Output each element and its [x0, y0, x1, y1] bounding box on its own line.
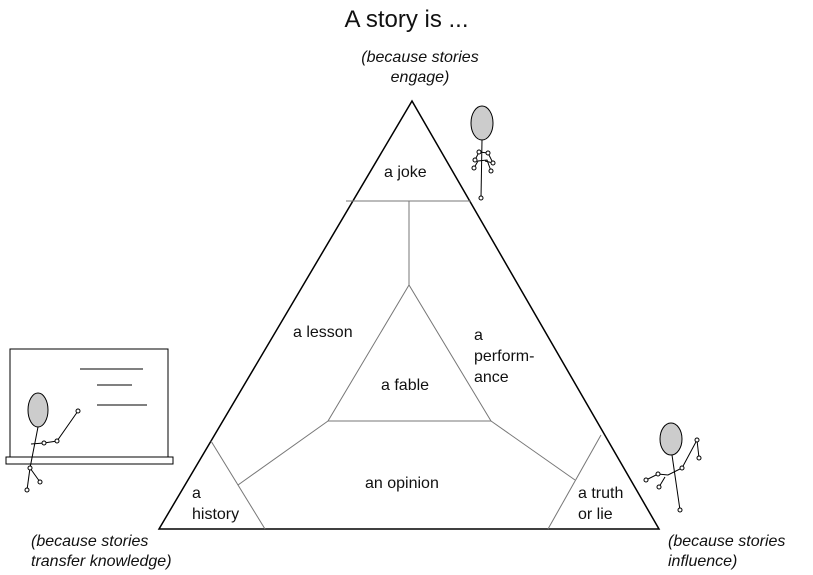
region-history-line-1: a	[192, 485, 201, 502]
corner-label-transfer-line-2: transfer knowledge)	[31, 553, 172, 570]
corner-label-transfer-line-1: (because stories	[31, 533, 149, 550]
corner-label-engage-line-2: engage)	[390, 69, 450, 86]
right-connector	[490, 420, 576, 481]
page-title: A story is ...	[344, 6, 469, 33]
corner-label-influence-line-1: (because stories	[668, 533, 786, 550]
region-fable: a fable	[381, 377, 430, 394]
region-performance-line-2: perform-	[474, 348, 535, 365]
region-performance: a perform- ance	[474, 325, 534, 388]
corner-label-influence: (because stories influence)	[668, 532, 785, 572]
region-history-line-2: history	[192, 506, 240, 523]
stick-figure-engage	[470, 105, 496, 201]
corner-label-engage-line-1: (because stories	[361, 49, 479, 66]
inner-triangle	[327, 284, 492, 422]
region-truth-or-lie: a truth or lie	[578, 483, 623, 525]
region-performance-line-1: a	[474, 327, 483, 344]
region-performance-line-3: ance	[474, 369, 509, 386]
stick-figure-teacher	[24, 392, 81, 493]
left-connector	[237, 420, 329, 486]
corner-label-influence-line-2: influence)	[668, 553, 738, 570]
right-divider	[547, 434, 602, 530]
outer-triangle	[157, 99, 661, 530]
region-truth-line-1: a truth	[578, 485, 624, 502]
stick-figure-influence	[643, 422, 702, 513]
corner-label-engage: (because stories engage)	[330, 48, 510, 88]
region-joke: a joke	[384, 164, 427, 181]
region-truth-line-2: or lie	[578, 506, 613, 523]
blackboard	[5, 348, 174, 465]
region-opinion: an opinion	[365, 475, 439, 492]
corner-label-transfer-knowledge: (because stories transfer knowledge)	[31, 532, 172, 572]
region-history: a history	[192, 483, 239, 525]
region-lesson: a lesson	[293, 324, 353, 341]
